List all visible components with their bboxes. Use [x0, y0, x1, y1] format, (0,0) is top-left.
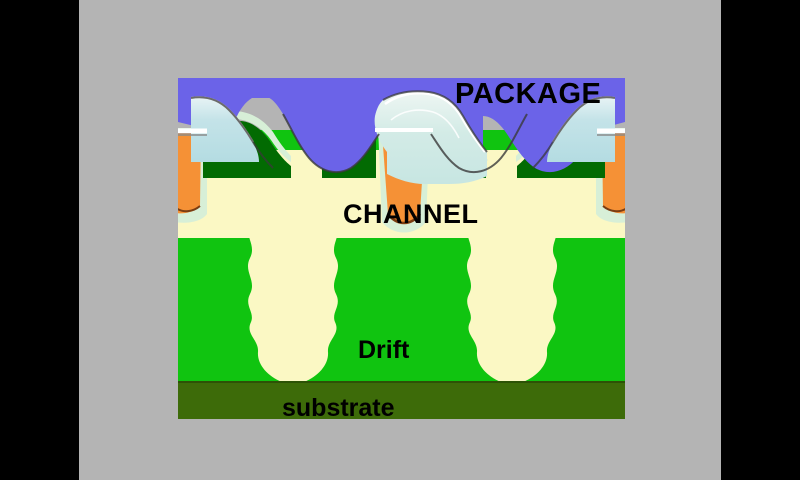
- label-drift: Drift: [358, 336, 410, 364]
- letterbox-left-bar: [0, 0, 79, 480]
- outline-package-valley-right: [430, 113, 528, 174]
- source-collar-left: [201, 110, 291, 162]
- outline-right-recess: [532, 96, 616, 169]
- solder-highlight-center: [384, 92, 486, 153]
- letterbox-right-bar: [721, 0, 800, 480]
- deep-trench-fill-right: [466, 150, 558, 382]
- gate-bottom-line-right: [602, 205, 625, 213]
- solder-contact-left: [191, 97, 259, 162]
- outline-package-valley-left: [282, 113, 380, 174]
- gate-bottom-line-center: [387, 213, 421, 225]
- solder-contact-right: [547, 97, 615, 162]
- outline-center-recess: [382, 90, 488, 153]
- package-top-band: [178, 78, 625, 98]
- die-stack: [178, 78, 625, 419]
- substrate-top-edge: [178, 381, 625, 383]
- solder-highlight-center-2: [390, 109, 460, 139]
- deep-trench-fill-left: [247, 150, 339, 382]
- label-channel: CHANNEL: [343, 199, 479, 229]
- outline-left-recess: [190, 96, 274, 169]
- diagram-canvas: PACKAGE CHANNEL Drift substrate: [79, 0, 721, 480]
- package-region: [178, 78, 625, 180]
- label-substrate: substrate: [282, 394, 395, 422]
- gate-bottom-line-left: [178, 205, 201, 213]
- substrate-region: [178, 382, 625, 419]
- label-package: PACKAGE: [455, 78, 601, 110]
- cross-section-svg: PACKAGE CHANNEL Drift substrate: [79, 0, 721, 480]
- trench-mosfet-cross-section: PACKAGE CHANNEL Drift substrate: [79, 0, 721, 480]
